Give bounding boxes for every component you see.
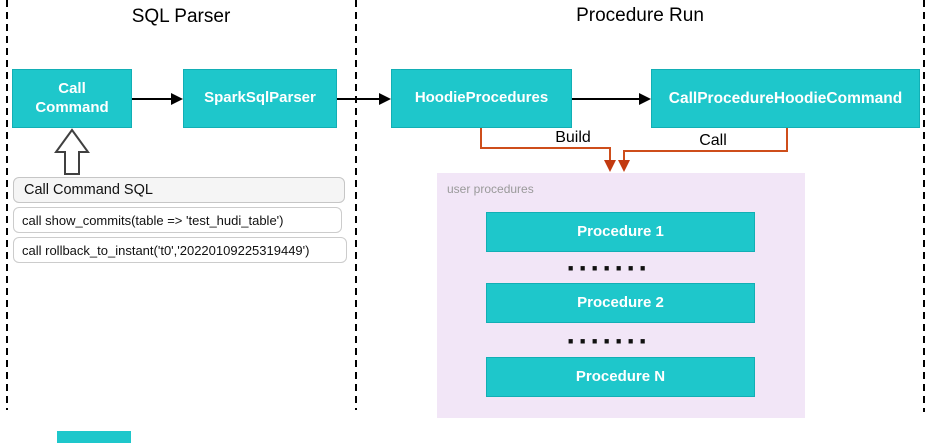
node-procedure-2: Procedure 2	[486, 283, 755, 323]
arrowhead-icon	[639, 93, 651, 105]
node-procedure-1: Procedure 1	[486, 212, 755, 252]
sql-panel-header: Call Command SQL	[13, 177, 345, 203]
sql-row-show-commits: call show_commits(table => 'test_hudi_ta…	[13, 207, 342, 233]
section-title-sql-parser: SQL Parser	[131, 6, 231, 27]
call-arrowhead-icon	[618, 160, 630, 172]
arrowhead-icon	[379, 93, 391, 105]
node-spark-sql-parser: SparkSqlParser	[183, 69, 337, 128]
hollow-up-arrow-icon	[54, 128, 90, 175]
build-connector	[480, 128, 611, 160]
arrowhead-icon	[171, 93, 183, 105]
node-call-procedure-hoodie-command: CallProcedureHoodieCommand	[651, 69, 920, 128]
build-arrowhead-icon	[604, 160, 616, 172]
sql-row-rollback: call rollback_to_instant('t0','202201092…	[13, 237, 347, 263]
edge-label-call: Call	[699, 132, 727, 149]
node-hoodie-procedures: HoodieProcedures	[391, 69, 572, 128]
node-procedure-n: Procedure N	[486, 357, 755, 397]
ellipsis-dots: ·······	[566, 252, 651, 285]
node-call-command: Call Command	[12, 69, 132, 128]
ellipsis-dots: ·······	[566, 325, 651, 358]
edge-label-build: Build	[555, 129, 591, 146]
section-title-procedure-run: Procedure Run	[576, 5, 704, 26]
user-procedures-label: user procedures	[447, 182, 534, 196]
cropped-box-fragment	[57, 431, 131, 443]
call-connector	[623, 128, 788, 160]
